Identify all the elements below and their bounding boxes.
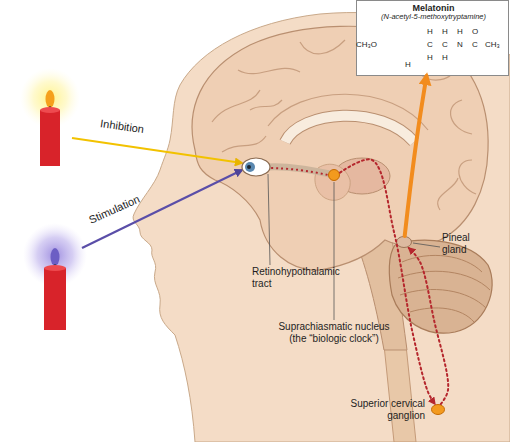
atom-symbol: N <box>454 40 466 49</box>
secretion-arrow <box>405 76 427 236</box>
gyrus-line <box>459 160 476 194</box>
inhibition-arrow <box>72 138 242 163</box>
gyrus-line <box>212 90 260 122</box>
suprachiasmatic-nucleus: Suprachiasmatic nucleus (the “biologic c… <box>328 169 340 181</box>
atom-symbol: H <box>402 60 414 69</box>
node-shape <box>397 237 412 248</box>
part-label: Suprachiasmatic nucleus (the “biologic c… <box>270 321 398 344</box>
spinal-cord <box>384 345 416 442</box>
node-outline <box>396 236 412 248</box>
candle-top <box>40 107 60 113</box>
eye <box>242 158 270 176</box>
pupil <box>247 165 251 169</box>
atom-symbol: H <box>454 27 466 36</box>
candle-flame <box>46 90 55 108</box>
atom-symbol: C <box>469 40 481 49</box>
folium-line <box>398 271 490 290</box>
folium-line <box>402 255 482 272</box>
corpus-callosum <box>285 116 414 142</box>
atom-group: CH₃O <box>356 40 377 49</box>
folium-line <box>400 289 486 308</box>
leader-line <box>268 174 270 265</box>
node-shape <box>432 405 445 415</box>
retinohypothalamic-pathway <box>266 168 328 175</box>
candle-flame <box>51 248 60 266</box>
nerve-pathway <box>340 159 435 404</box>
structure-title: Melatonin <box>357 3 510 13</box>
node-outline <box>328 169 340 181</box>
leader-line <box>413 243 440 247</box>
atom-symbol: H <box>439 53 451 62</box>
chemical-name: (N-acetyl-5-methoxytryptamine) <box>357 13 510 22</box>
node-shape <box>329 170 340 181</box>
atom-symbol: C <box>424 40 436 49</box>
candle-body <box>44 268 66 330</box>
part-label: Superior cervical ganglion <box>325 398 425 421</box>
structure-box: Melatonin(N-acetyl-5-methoxytryptamine) <box>356 0 509 76</box>
node-outline <box>431 404 445 415</box>
nerve-pathway <box>409 248 448 404</box>
cerebellum <box>389 240 492 333</box>
part-label: Pineal gland <box>442 232 484 255</box>
iris <box>245 162 255 172</box>
atom-symbol: O <box>469 27 481 36</box>
candle-top <box>44 265 66 271</box>
pineal-gland: Pineal gland <box>396 236 412 248</box>
gyrus-line <box>438 178 458 210</box>
gyrus-line <box>250 100 282 110</box>
superior-cervical-ganglion: Superior cervical ganglion <box>431 404 445 415</box>
gyrus-line <box>238 68 300 73</box>
head-profile <box>133 13 510 442</box>
atom-symbol: H <box>439 27 451 36</box>
part-label: Retinohypothalamic tract <box>252 266 358 289</box>
light-effect-label: Inhibition <box>99 117 170 139</box>
atom-group: CH₃ <box>485 40 509 49</box>
gyrus-line <box>300 40 345 54</box>
light-effect-label: Stimulation <box>87 182 165 226</box>
corpus-callosum <box>285 116 414 142</box>
leader-line <box>334 182 335 320</box>
gyrus-line <box>222 136 266 152</box>
cerebellar-folia <box>398 255 490 322</box>
stimulation-arrow <box>82 170 242 248</box>
gyrus-line <box>451 100 472 134</box>
atom-symbol: H <box>424 53 436 62</box>
atom-symbol: C <box>439 40 451 49</box>
candle-body <box>40 110 60 166</box>
atom-symbol: H <box>424 27 436 36</box>
folium-line <box>410 308 474 322</box>
